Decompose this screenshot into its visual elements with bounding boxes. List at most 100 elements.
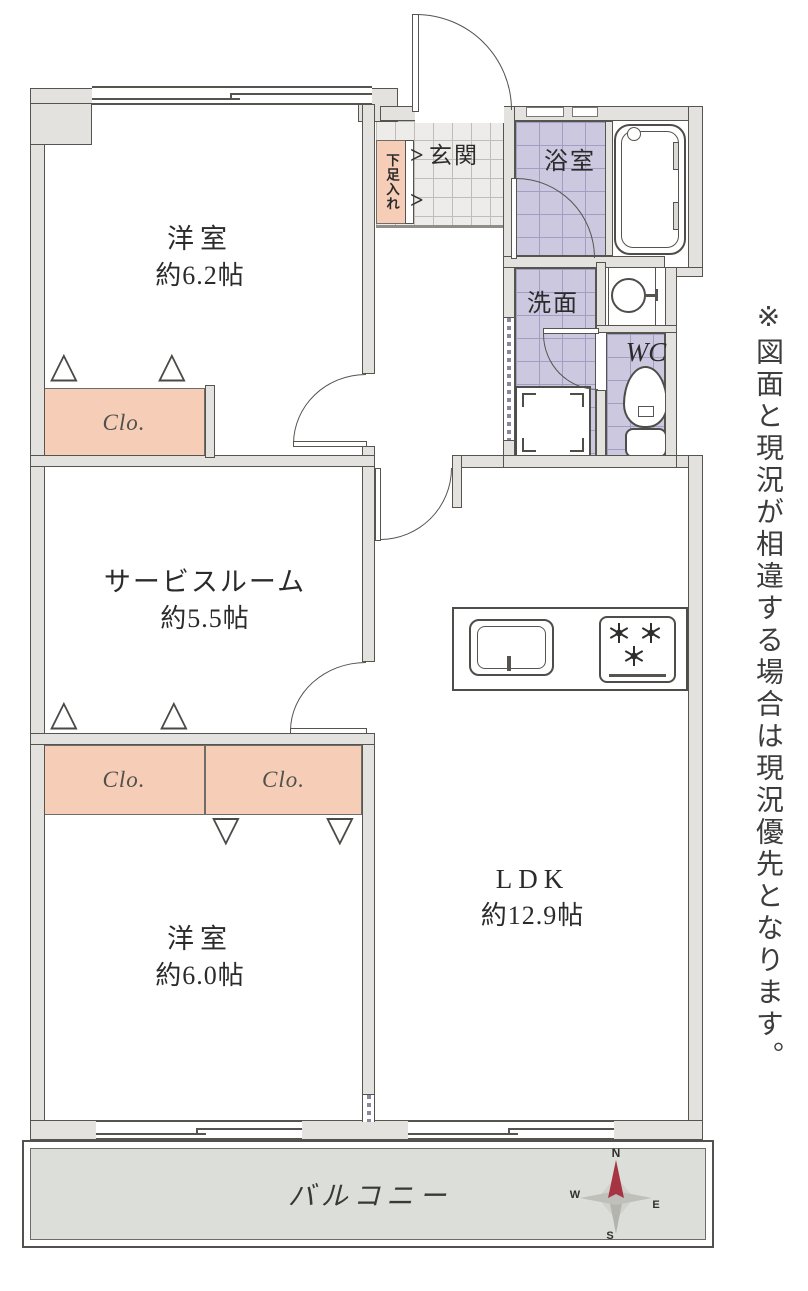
closet-service-room: Clo.: [43, 745, 205, 815]
toilet-flush: [638, 406, 654, 417]
closet-label: Clo.: [262, 767, 305, 792]
window-sash-tick: [508, 1128, 510, 1135]
washer-pan-corner: [522, 393, 536, 407]
bathroom-label: 浴室: [525, 146, 615, 178]
shoe-cabinet-door: [405, 140, 414, 224]
disclaimer-note: ※図面と現況が相違する場合は現況優先となります。: [753, 300, 784, 1073]
toilet-door-leaf: [543, 328, 599, 334]
stove-burner-icon: [641, 623, 661, 643]
wall-bedroom1-service: [30, 455, 375, 467]
wall-center-lower: [362, 733, 375, 1095]
window-bedroom-top: [92, 86, 372, 105]
stove-burner-icon: [609, 623, 629, 643]
wall-closet-stub: [205, 385, 215, 458]
shoe-cabinet: 下足入れ: [376, 140, 406, 224]
window-rail: [196, 1128, 302, 1130]
cabinet-swing-mark: >: [410, 143, 424, 169]
bedroom-top-door-arc: [293, 374, 366, 444]
balcony-label: バルコニー: [170, 1170, 570, 1216]
balcony-floor: [30, 1148, 706, 1240]
window-rail: [92, 98, 240, 100]
wall-center-upper: [362, 104, 375, 374]
window-sash-tick: [230, 93, 232, 100]
bathtub-grip: [673, 202, 679, 230]
entrance-step-edge: [376, 225, 503, 228]
closet-label: Clo.: [102, 767, 146, 792]
washroom-label: 洗面: [512, 288, 594, 320]
entrance-label: 玄関: [416, 141, 492, 171]
cabinet-swing-mark: >: [410, 188, 424, 214]
wall-wetarea-ldk: [503, 455, 677, 468]
window-rail: [508, 1128, 614, 1130]
room-size: 約6.0帖: [155, 960, 245, 990]
compass-east-label: E: [652, 1199, 659, 1211]
washer-pan-corner: [570, 438, 584, 452]
window-sash-tick: [196, 1128, 198, 1135]
bedroom-bottom-label: 洋室 約6.0帖: [90, 915, 310, 999]
room-name: バルコニー: [287, 1180, 453, 1211]
bathtub-grip: [673, 142, 679, 170]
ldk-door-arc: [380, 468, 452, 540]
closet-label: Clo.: [102, 410, 146, 435]
wall-right-upper: [688, 106, 703, 277]
bedroom-top-label: 洋室 約6.2帖: [90, 215, 310, 299]
vanity-faucet-icon: [644, 294, 658, 297]
room-size: 約5.5帖: [160, 603, 250, 633]
vanity-sink-icon: [611, 278, 646, 313]
wall-bath-tub-divider: [605, 121, 613, 256]
bathtub-inner: [621, 131, 679, 248]
wall-ldk-stub: [452, 455, 462, 508]
closet-bedroom-bottom: Clo.: [205, 745, 362, 815]
toilet-tank-icon: [625, 428, 667, 458]
wall-service-closet: [30, 733, 375, 745]
washer-pan-corner: [570, 393, 584, 407]
folding-door-mark: △: [50, 345, 78, 386]
entrance-door-arc: [416, 14, 512, 110]
compass-west-label: W: [570, 1189, 581, 1201]
window-rail: [408, 1133, 518, 1135]
room-name: サービスルーム: [103, 567, 307, 598]
service-room-label: サービスルーム 約5.5帖: [70, 558, 340, 642]
room-name: LDK: [495, 864, 570, 895]
room-name: 洋室: [167, 224, 233, 255]
room-name: 洋室: [167, 924, 233, 955]
folding-door-mark: ▽: [326, 809, 354, 850]
kitchen-sink-inner: [477, 626, 546, 669]
wall-right-lower: [688, 455, 703, 1140]
room-name: 洗面: [527, 290, 579, 317]
window-bedroom-bottom: [96, 1120, 302, 1140]
vent-slot: [526, 107, 564, 117]
window-ldk: [408, 1120, 614, 1140]
wall-center-mid: [362, 446, 375, 662]
stove-burner-icon: [624, 646, 644, 666]
compass-icon: N E S W: [570, 1146, 660, 1242]
closet-bedroom-top: Clo.: [43, 388, 205, 458]
washer-pan-corner: [522, 438, 536, 452]
bathtub-faucet-icon: [627, 127, 641, 141]
room-name: WC: [625, 336, 667, 367]
stove-rail: [609, 674, 666, 677]
folding-door-mark: △: [50, 693, 78, 734]
room-size: 約12.9帖: [480, 900, 585, 930]
folding-door-mark: △: [160, 693, 188, 734]
ldk-label: LDK 約12.9帖: [430, 855, 635, 939]
wall-wash-wc: [596, 390, 606, 465]
shoe-cabinet-label: 下足入れ: [384, 153, 399, 211]
sliding-door-washroom: [503, 318, 515, 440]
room-name: 浴室: [544, 148, 596, 175]
vanity-faucet-tip: [655, 289, 658, 301]
window-rail: [96, 1133, 206, 1135]
window-rail: [230, 93, 372, 95]
wall-wash-vanity: [596, 262, 606, 333]
sliding-door-bedroom2-ldk: [362, 1095, 375, 1122]
vent-slot: [572, 107, 598, 117]
sliding-door-hatch: [507, 318, 511, 440]
toilet-label: WC: [614, 334, 678, 370]
stove-icon: [599, 616, 676, 683]
service-room-door-arc: [290, 662, 366, 731]
folding-door-mark: △: [158, 345, 186, 386]
room-size: 約6.2帖: [155, 260, 245, 290]
wall-vanity-wc: [596, 325, 677, 333]
compass-south-label: S: [606, 1230, 613, 1242]
